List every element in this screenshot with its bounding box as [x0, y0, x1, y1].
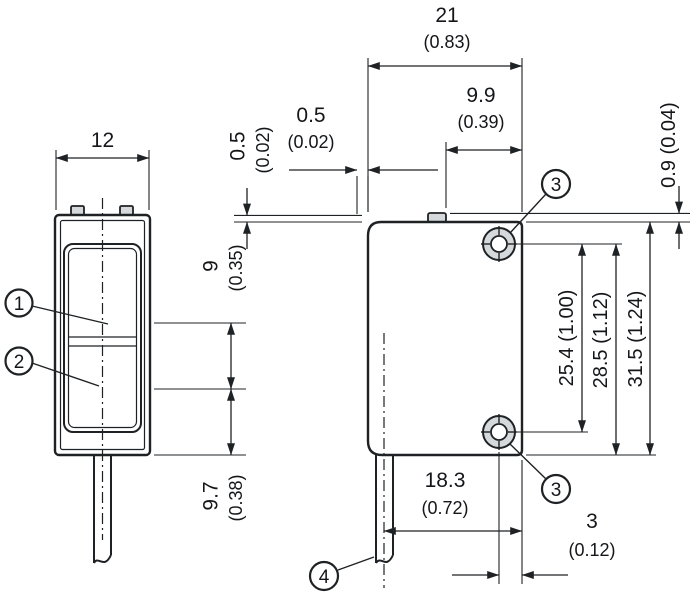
- mount-nub-left: [70, 205, 85, 216]
- dim-label-top-offset-in: (0.39): [457, 112, 504, 132]
- side-view: 21 (0.83) 9.9 (0.39) 0.5 (0.02) 0.5 (0.0: [227, 4, 690, 592]
- leader-line: [31, 362, 100, 387]
- callout-circle: [540, 473, 572, 505]
- dim-label-hole-edge-mm: 3: [586, 510, 598, 533]
- dim-label-depth-in: (0.83): [423, 32, 470, 52]
- dim-label-top-step-in: (0.02): [253, 126, 273, 173]
- dim-beam-pitch: 9 (0.35): [154, 244, 246, 390]
- dim-top-clearance: 0.9 (0.04): [450, 102, 690, 249]
- callout-mounting-hole-top: 3: [509, 168, 572, 234]
- mounting-hole-top: [481, 226, 517, 262]
- dim-label-cable-offset-mm: 18.3: [425, 469, 466, 492]
- dim-label-hole-edge-in: (0.12): [568, 540, 615, 560]
- dim-hole-span: 28.5 (1.12): [590, 243, 620, 456]
- dim-hole-to-edge: 3 (0.12): [452, 452, 616, 584]
- dim-label-beam-pitch-mm: 9: [200, 260, 223, 272]
- hole-inner-circle: [490, 235, 508, 253]
- front-view: 12 9 (0.35) 9.7 (0.38): [4, 129, 246, 564]
- callout-circle: [308, 560, 340, 592]
- dim-label-depth-mm: 21: [435, 4, 458, 27]
- leader-line: [31, 305, 109, 325]
- dim-label-height: 31.5 (1.24): [625, 291, 647, 388]
- dim-beam-to-bottom: 9.7 (0.38): [154, 388, 246, 522]
- dim-label-beam-bottom-mm: 9.7: [200, 481, 223, 510]
- side-body: [366, 220, 524, 457]
- dim-label-beam-bottom-in: (0.38): [226, 474, 246, 521]
- dim-label-top-offset-mm: 9.9: [466, 84, 495, 107]
- dim-label-front-width-mm: 12: [91, 129, 114, 152]
- dim-label-hole-pitch: 25.4 (1.00): [556, 290, 578, 387]
- dim-front-protrusion: 0.5 (0.02): [287, 104, 438, 214]
- dim-height: 31.5 (1.24): [526, 221, 656, 456]
- dim-label-top-clearance: 0.9 (0.04): [658, 102, 680, 188]
- callout-number-2: 2: [14, 352, 25, 373]
- dim-front-width: 12: [55, 129, 150, 210]
- side-cable: [375, 455, 394, 564]
- callout-circle: [4, 288, 34, 318]
- dim-depth: 21 (0.83): [367, 4, 523, 212]
- dim-top-step: 0.5 (0.02): [227, 126, 362, 249]
- callout-circle: [4, 346, 34, 376]
- callout-circle: [540, 168, 572, 200]
- dim-label-cable-offset-in: (0.72): [421, 498, 468, 518]
- callout-mounting-hole-bottom: 3: [509, 443, 572, 505]
- dim-label-top-step-mm: 0.5: [227, 131, 250, 160]
- callout-number-3: 3: [551, 175, 562, 196]
- callout-emitter: 1: [4, 288, 109, 325]
- top-tab: [427, 212, 447, 223]
- dim-hole-to-edge-top: 9.9 (0.39): [445, 84, 523, 208]
- dim-label-beam-pitch-in: (0.35): [226, 244, 246, 291]
- leader-line: [509, 443, 547, 480]
- callout-number-1: 1: [14, 294, 25, 315]
- leader-line: [337, 556, 375, 571]
- mounting-hole-bottom: [481, 414, 517, 450]
- leader-line: [509, 193, 547, 234]
- callout-number-4: 4: [319, 567, 330, 588]
- dim-hole-pitch: 25.4 (1.00): [517, 243, 622, 433]
- dim-label-front-protrusion-in: (0.02): [287, 132, 334, 152]
- front-cable: [93, 455, 112, 564]
- dim-cable-offset: 18.3 (0.72): [383, 460, 523, 584]
- hole-inner-circle: [490, 423, 508, 441]
- callout-number-3b: 3: [551, 480, 562, 501]
- dim-label-hole-span: 28.5 (1.12): [590, 292, 612, 389]
- callout-cable: 4: [308, 556, 375, 592]
- callout-receiver: 2: [4, 346, 100, 387]
- mount-nub-right: [119, 205, 134, 216]
- dim-label-front-protrusion-mm: 0.5: [296, 104, 325, 127]
